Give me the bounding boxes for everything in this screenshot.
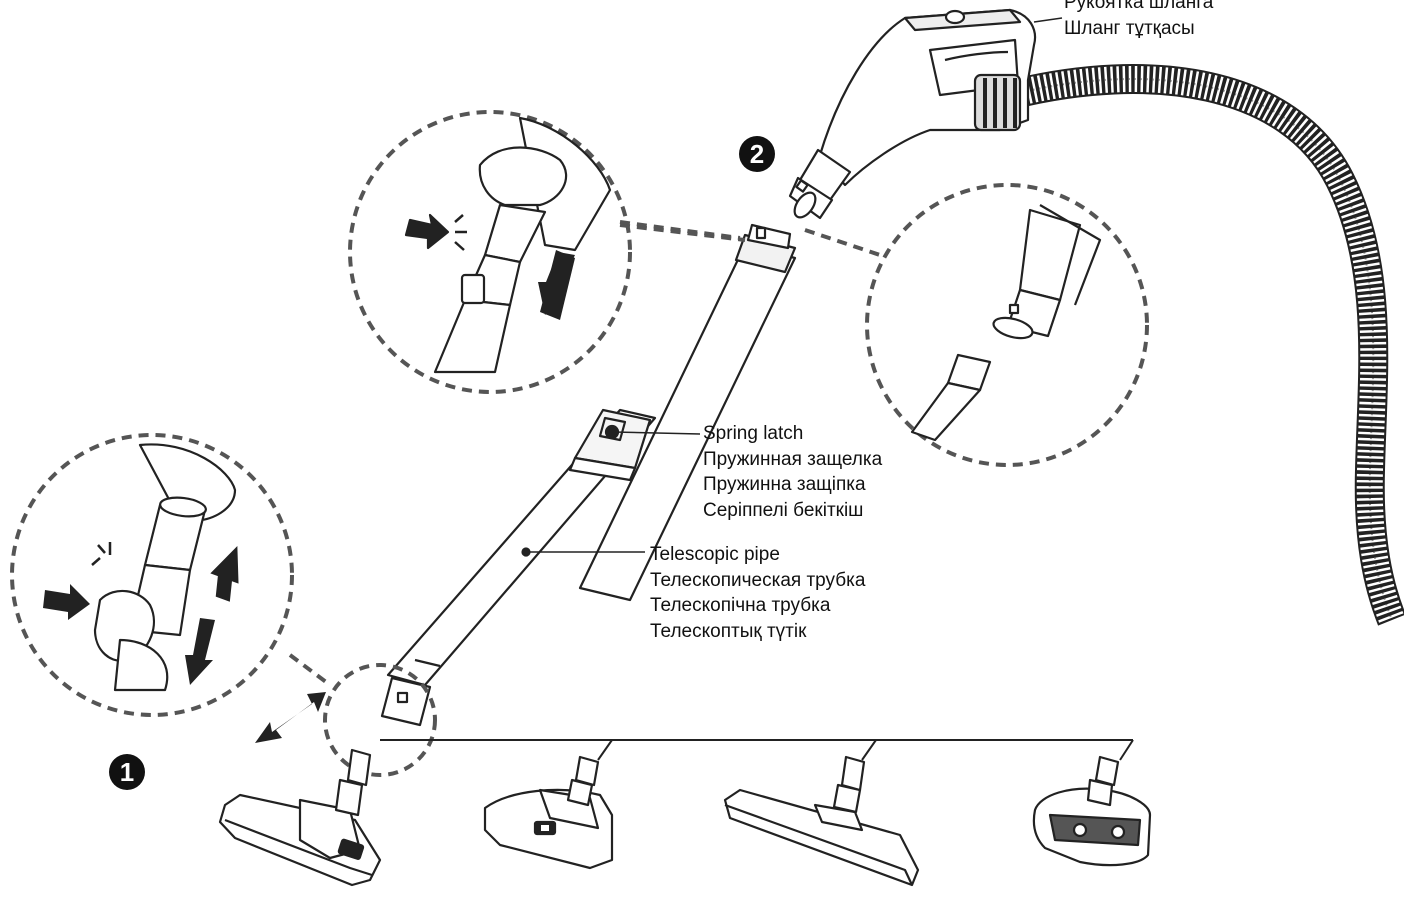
label-hose-handle: Рукоятка шланга Шланг тұтқасы	[1064, 0, 1213, 41]
label-line: Шланг тұтқасы	[1064, 17, 1195, 39]
flexible-hose	[1006, 64, 1404, 626]
telescopic-pipe	[380, 223, 797, 727]
accessory-bracket	[380, 739, 1134, 761]
slide-arrow	[210, 545, 239, 602]
label-spring-latch: Spring latch Пружинная защелка Пружинна …	[703, 421, 882, 523]
step-number: 2	[750, 139, 764, 169]
label-line: Серіппелі бекіткіш	[703, 499, 864, 521]
label-line: Рукоятка шланга	[1064, 0, 1214, 13]
mini-turbo-brush	[1032, 755, 1152, 867]
label-line: Телескопічна трубка	[650, 595, 831, 616]
label-line: Telescopic pipe	[650, 544, 780, 565]
zoom-pipe-insert	[910, 204, 1102, 442]
label-line: Телескоптық түтік	[650, 620, 807, 642]
label-line: Пружинна защіпка	[703, 474, 866, 495]
press-arrow	[43, 584, 90, 620]
step-badge-2: 2	[739, 136, 775, 172]
hose-handle	[788, 8, 1063, 220]
step-number: 1	[120, 757, 134, 787]
label-line: Spring latch	[703, 423, 804, 444]
turbo-brush	[483, 755, 614, 870]
slide-arrow	[255, 692, 326, 743]
zoom-pipe-length	[43, 443, 239, 692]
label-line: Телескопическая трубка	[650, 569, 866, 591]
slide-arrow	[185, 618, 215, 685]
detail-circle-bottom-left	[10, 433, 437, 777]
parquet-brush	[723, 755, 920, 887]
detail-circle-right	[804, 183, 1149, 467]
label-telescopic-pipe: Telescopic pipe Телескопическая трубка Т…	[650, 542, 865, 644]
zoom-handle-release	[404, 116, 612, 374]
floor-brush	[218, 748, 382, 887]
label-line: Пружинная защелка	[703, 448, 883, 470]
step-badge-1: 1	[109, 754, 145, 790]
detail-circle-top-left	[348, 110, 746, 394]
leader-lines	[526, 431, 701, 553]
press-arrow	[404, 213, 450, 250]
